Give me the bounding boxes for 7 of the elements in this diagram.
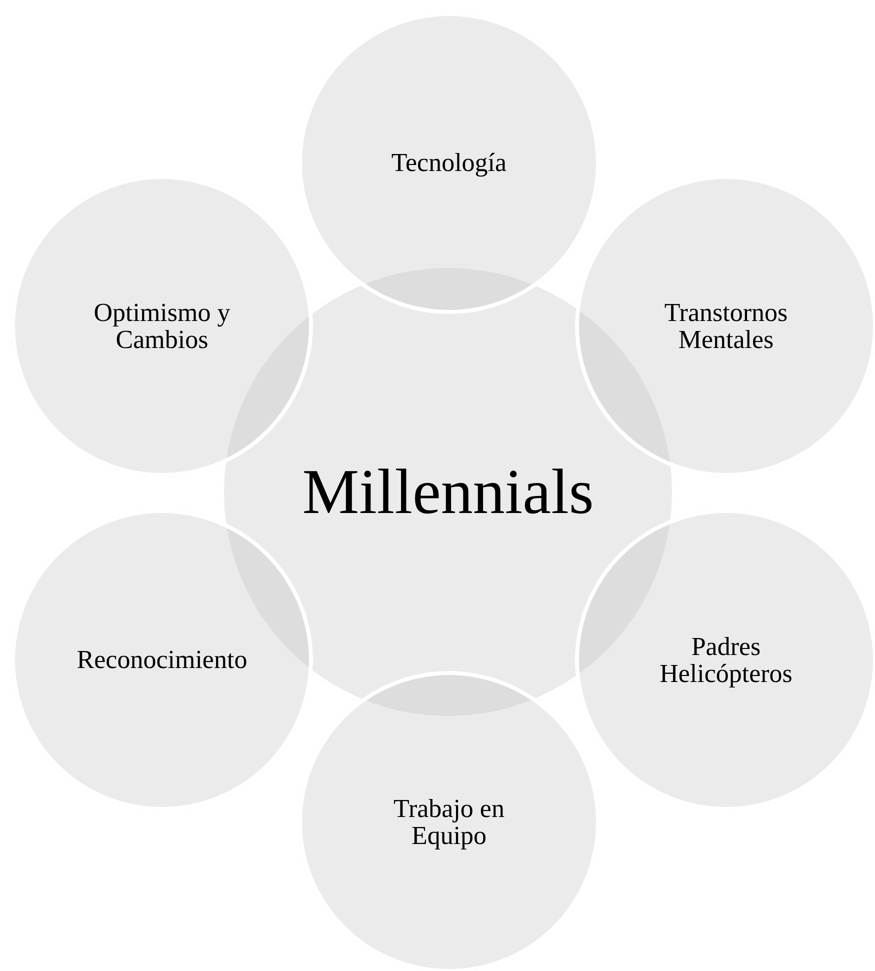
center-label: Millennials: [302, 458, 594, 526]
circle-label: Padres Helicópteros: [658, 632, 794, 688]
circle-label: Tecnología: [391, 149, 507, 177]
circle-label: Trabajo en Equipo: [392, 794, 506, 850]
circle-label: Reconocimiento: [76, 646, 248, 674]
circle-label: Transtornos Mentales: [663, 298, 789, 354]
circle-label: Optimismo y Cambios: [92, 298, 232, 354]
